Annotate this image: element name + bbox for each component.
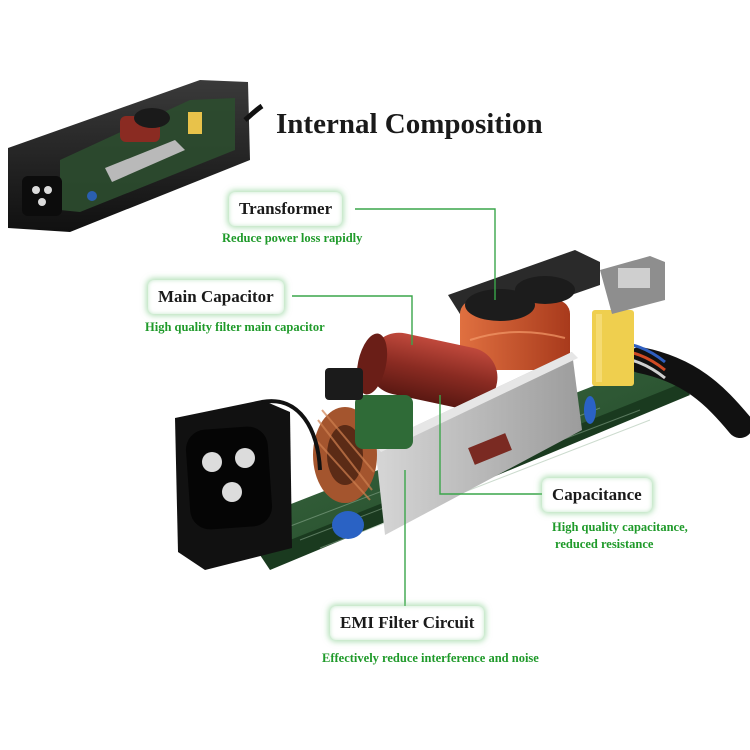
capacitance-label: Capacitance <box>542 478 652 512</box>
leader-lines <box>292 208 548 610</box>
emi-coil-part <box>313 368 413 503</box>
emi-filter-label: EMI Filter Circuit <box>330 606 485 640</box>
leader-main-capacitor <box>292 295 413 345</box>
usb-port-part <box>600 256 665 314</box>
heatsink-plate <box>375 352 582 535</box>
adapter-thumbnail <box>8 80 264 232</box>
page-title: Internal Composition <box>276 108 543 140</box>
transformer-label: Transformer <box>229 192 343 226</box>
transformer-description: Reduce power loss rapidly <box>222 231 363 245</box>
main-capacitor-description: High quality filter main capacitor <box>145 320 325 334</box>
emi-filter-description: Effectively reduce interference and nois… <box>322 651 539 665</box>
capacitance-description-line-2: reduced resistance <box>555 537 654 551</box>
main-capacitor-label: Main Capacitor <box>148 280 284 314</box>
transformer-part <box>448 250 600 370</box>
ac-inlet-socket <box>175 399 322 570</box>
main-capacitor-part <box>356 332 498 410</box>
leader-capacitance <box>439 395 548 495</box>
blue-capacitor-parts <box>332 396 596 539</box>
leader-transformer <box>355 208 496 300</box>
capacitance-description-line-1: High quality capacitance, <box>552 520 688 534</box>
yellow-capacitor-part <box>592 310 634 386</box>
